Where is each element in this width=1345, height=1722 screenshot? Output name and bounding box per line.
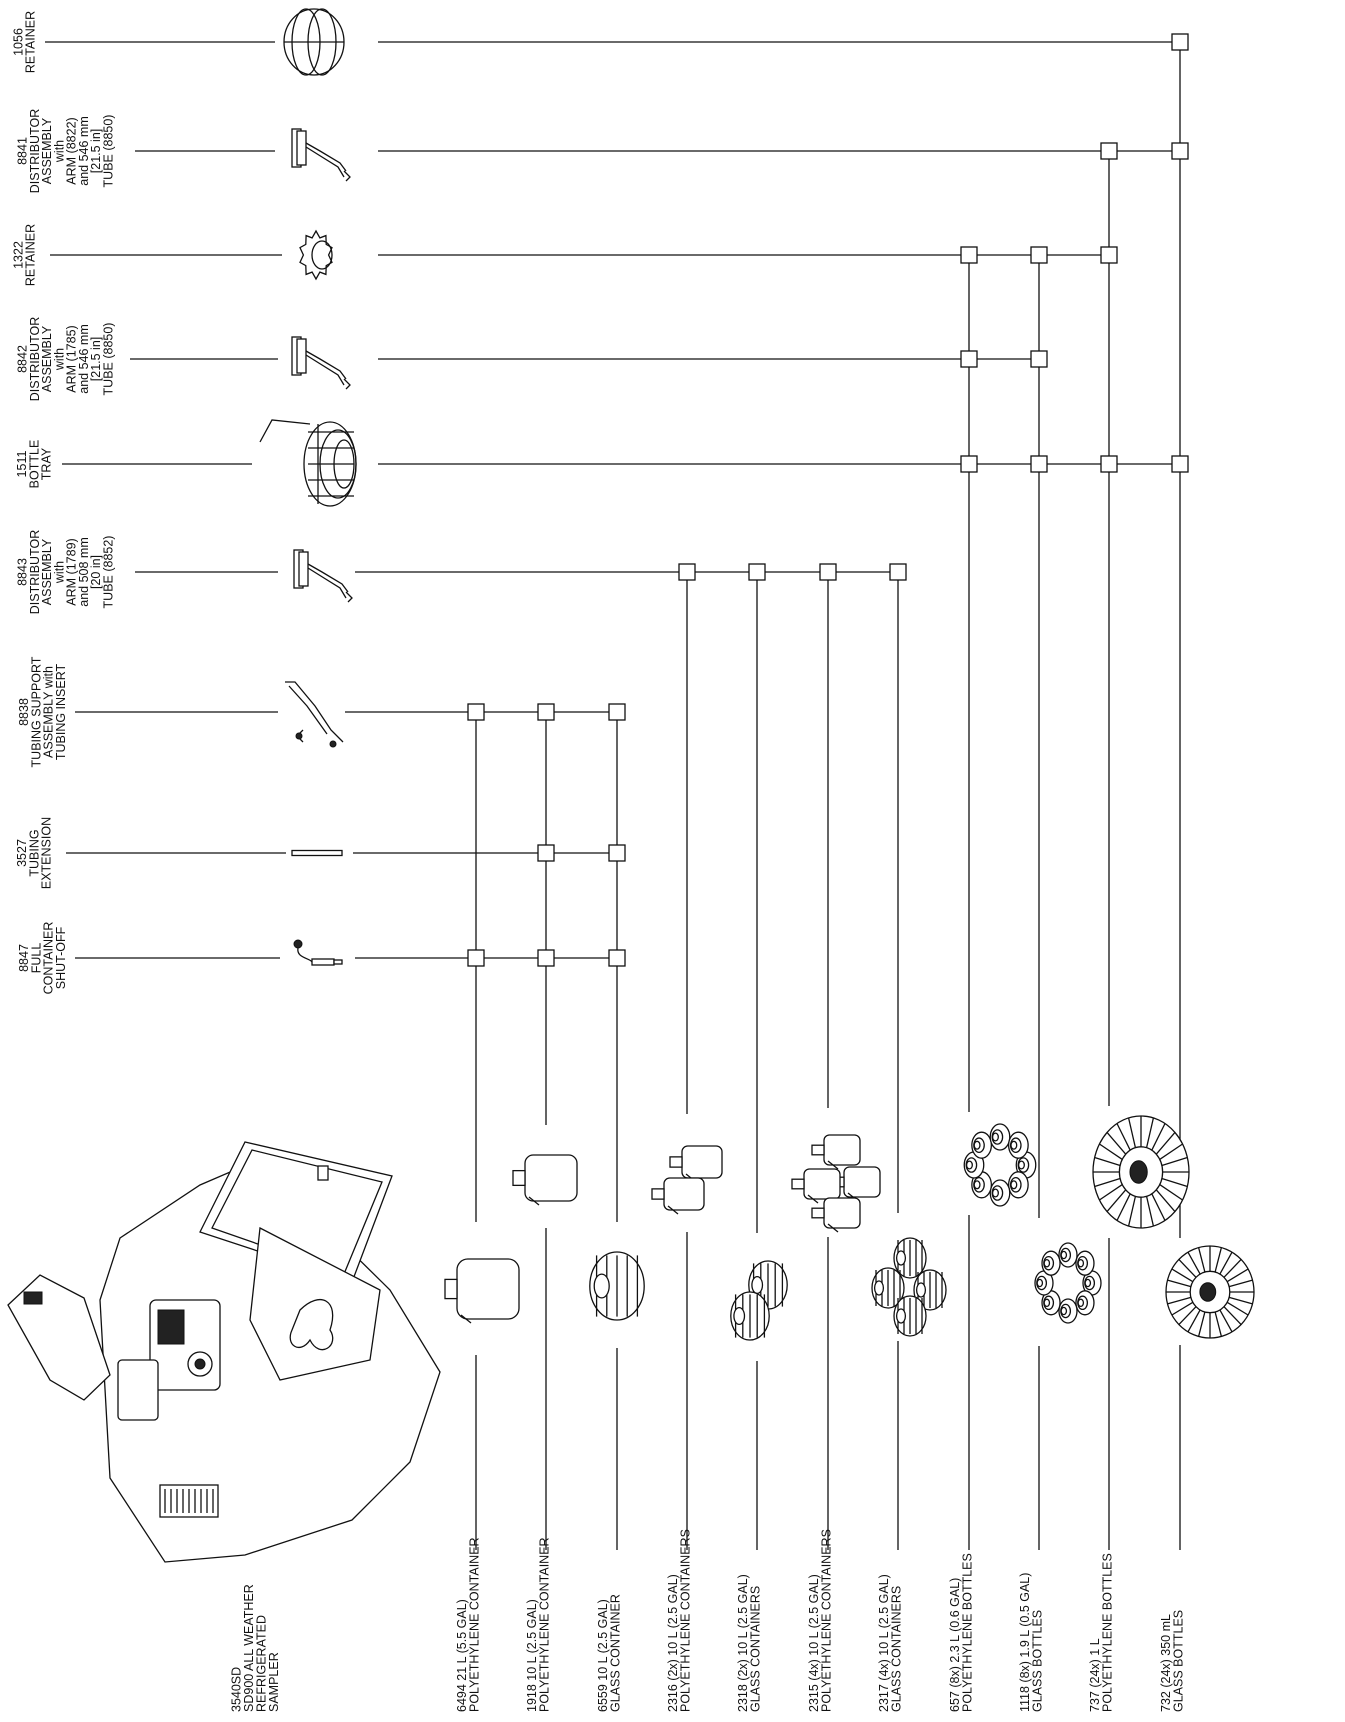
container-label-1918-line: POLYETHYLENE CONTAINER (538, 1537, 552, 1712)
accessory-label-8847-line: SHUT-OFF (54, 926, 68, 989)
container-2317-icon (872, 1238, 946, 1336)
retainer-star-icon (300, 231, 332, 279)
junction-box-1511-737 (1101, 456, 1117, 472)
junction-box-8843-2317 (890, 564, 906, 580)
container-label-657: 657 (8x) 2.3 L (0.6 GAL)POLYETHYLENE BOT… (948, 1553, 975, 1712)
container-label-1118-line: GLASS BOTTLES (1031, 1610, 1045, 1712)
container-label-1918: 1918 10 L (2.5 GAL)POLYETHYLENE CONTAINE… (525, 1537, 552, 1712)
accessory-label-8842-line: TUBE (8850) (101, 323, 115, 396)
container-label-732-line: GLASS BOTTLES (1172, 1610, 1186, 1712)
accessory-label-3527: 3527TUBINGEXTENSION (15, 817, 54, 889)
distributor-arm-icon-8843 (294, 550, 352, 602)
container-label-2316-line: POLYETHYLENE CONTAINERS (679, 1529, 693, 1712)
junction-box-1511-657 (961, 456, 977, 472)
junction-box-8838-6494 (468, 704, 484, 720)
container-label-6559: 6559 10 L (2.5 GAL)GLASS CONTAINER (596, 1594, 623, 1712)
junction-box-8843-2315 (820, 564, 836, 580)
container-737-icon (1093, 1116, 1189, 1228)
accessory-label-3527-line: EXTENSION (40, 817, 54, 889)
junction-box-8838-6559 (609, 704, 625, 720)
junction-box-8842-1118 (1031, 351, 1047, 367)
junction-box-8847-6559 (609, 950, 625, 966)
tubing-extension-icon (292, 851, 342, 856)
container-label-737-line: POLYETHYLENE BOTTLES (1101, 1553, 1115, 1712)
accessory-label-1511-line: TRAY (40, 447, 54, 480)
container-6559-icon (590, 1252, 644, 1320)
junction-box-1322-1118 (1031, 247, 1047, 263)
junction-box-1322-657 (961, 247, 977, 263)
container-2318-icon (731, 1261, 787, 1340)
container-label-1118: 1118 (8x) 1.9 L (0.5 GAL)GLASS BOTTLES (1018, 1573, 1045, 1712)
container-label-2318-line: GLASS CONTAINERS (749, 1586, 763, 1712)
container-label-657-line: POLYETHYLENE BOTTLES (961, 1553, 975, 1712)
container-label-6494-line: POLYETHYLENE CONTAINER (468, 1537, 482, 1712)
junction-box-8841-737 (1101, 143, 1117, 159)
retainer-ring-icon (284, 9, 344, 75)
junction-box-8847-6494 (468, 950, 484, 966)
shutoff-probe-icon (294, 940, 342, 965)
container-1918-icon (513, 1155, 577, 1205)
junction-box-1511-732 (1172, 456, 1188, 472)
container-label-2315-line: POLYETHYLENE CONTAINERS (820, 1529, 834, 1712)
bottle-tray-icon (260, 420, 356, 506)
junction-box-8841-732 (1172, 143, 1188, 159)
distributor-arm-icon-8842 (292, 337, 350, 389)
junction-box-3527-1918 (538, 845, 554, 861)
container-label-2317-line: GLASS CONTAINERS (890, 1586, 904, 1712)
container-732-icon (1166, 1246, 1254, 1338)
sampler-label-line: SAMPLER (267, 1652, 281, 1712)
sampler-icon (8, 1142, 440, 1562)
accessory-label-8841-line: TUBE (8850) (101, 115, 115, 188)
container-label-6494: 6494 21 L (5.5 GAL)POLYETHYLENE CONTAINE… (455, 1537, 482, 1712)
distributor-arm-icon-8841 (292, 129, 350, 181)
junction-box-1056-732 (1172, 34, 1188, 50)
accessory-label-8847: 8847FULLCONTAINERSHUT-OFF (17, 922, 68, 995)
container-label-2318: 2318 (2x) 10 L (2.5 GAL)GLASS CONTAINERS (736, 1574, 763, 1712)
container-label-2315: 2315 (4x) 10 L (2.5 GAL)POLYETHYLENE CON… (807, 1529, 834, 1712)
accessory-label-8843-line: TUBE (8852) (101, 536, 115, 609)
junction-box-8843-2316 (679, 564, 695, 580)
junction-box-8847-1918 (538, 950, 554, 966)
container-label-2316: 2316 (2x) 10 L (2.5 GAL)POLYETHYLENE CON… (666, 1529, 693, 1712)
junction-box-8842-657 (961, 351, 977, 367)
accessory-label-1322-line: RETAINER (24, 224, 38, 286)
junction-box-8843-2318 (749, 564, 765, 580)
container-2315-icon (792, 1135, 880, 1232)
tubing-support-icon (285, 682, 343, 747)
junction-box-3527-6559 (609, 845, 625, 861)
container-6494-icon (445, 1259, 519, 1323)
accessory-label-8838-line: TUBING INSERT (54, 663, 68, 760)
junction-box-8838-1918 (538, 704, 554, 720)
container-label-6559-line: GLASS CONTAINER (609, 1594, 623, 1712)
container-1118-icon (1035, 1243, 1101, 1323)
container-label-2317: 2317 (4x) 10 L (2.5 GAL)GLASS CONTAINERS (877, 1574, 904, 1712)
sampler-label: 3540SDSD900 ALL WEATHERREFRIGERATEDSAMPL… (230, 1584, 282, 1712)
container-657-icon (964, 1124, 1036, 1206)
container-2316-icon (652, 1146, 722, 1214)
junction-box-1511-1118 (1031, 456, 1047, 472)
accessory-label-1056-line: RETAINER (24, 11, 38, 73)
junction-box-1322-737 (1101, 247, 1117, 263)
illustrations (8, 9, 1254, 1562)
